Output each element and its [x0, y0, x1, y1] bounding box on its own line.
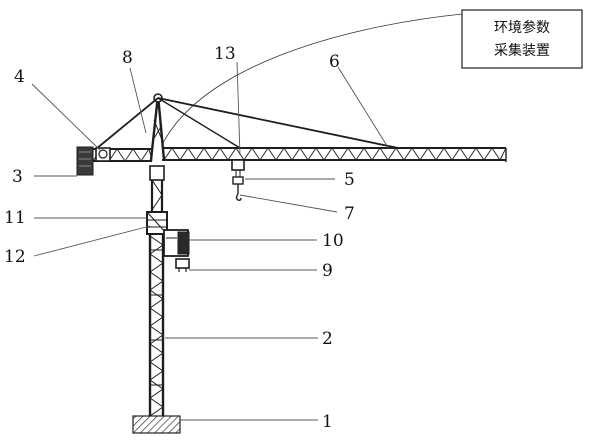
label-7: 7 — [344, 204, 355, 224]
label-6: 6 — [329, 52, 340, 72]
acquisition-device-box: 环境参数 采集装置 — [461, 9, 583, 69]
hoist-mechanism — [95, 147, 111, 162]
device-box-line1: 环境参数 — [494, 19, 550, 36]
label-2: 2 — [322, 329, 333, 349]
label-5: 5 — [344, 170, 355, 190]
counterweight — [76, 146, 94, 176]
main-jib — [157, 97, 507, 162]
upper-mast — [149, 165, 165, 212]
label-12: 12 — [4, 247, 26, 267]
label-9: 9 — [322, 261, 333, 281]
label-3: 3 — [12, 167, 23, 187]
leader-lines — [31, 61, 390, 421]
label-8: 8 — [122, 48, 133, 68]
tower-head — [149, 93, 166, 161]
hook-block — [232, 170, 244, 201]
trolley — [231, 159, 245, 171]
label-11: 11 — [4, 208, 26, 228]
label-10: 10 — [322, 231, 344, 251]
electric-cabinet — [175, 258, 190, 272]
tower-mast — [148, 232, 165, 417]
label-1: 1 — [322, 412, 333, 432]
label-4: 4 — [14, 67, 25, 87]
foundation — [132, 415, 181, 434]
part-labels: 4 3 8 13 6 5 7 11 12 10 9 2 1 — [4, 44, 355, 432]
operator-cab — [163, 229, 190, 257]
climbing-frame — [146, 211, 168, 235]
label-13: 13 — [214, 44, 236, 64]
device-box-line2: 采集装置 — [494, 42, 550, 59]
signal-curve — [161, 13, 463, 146]
